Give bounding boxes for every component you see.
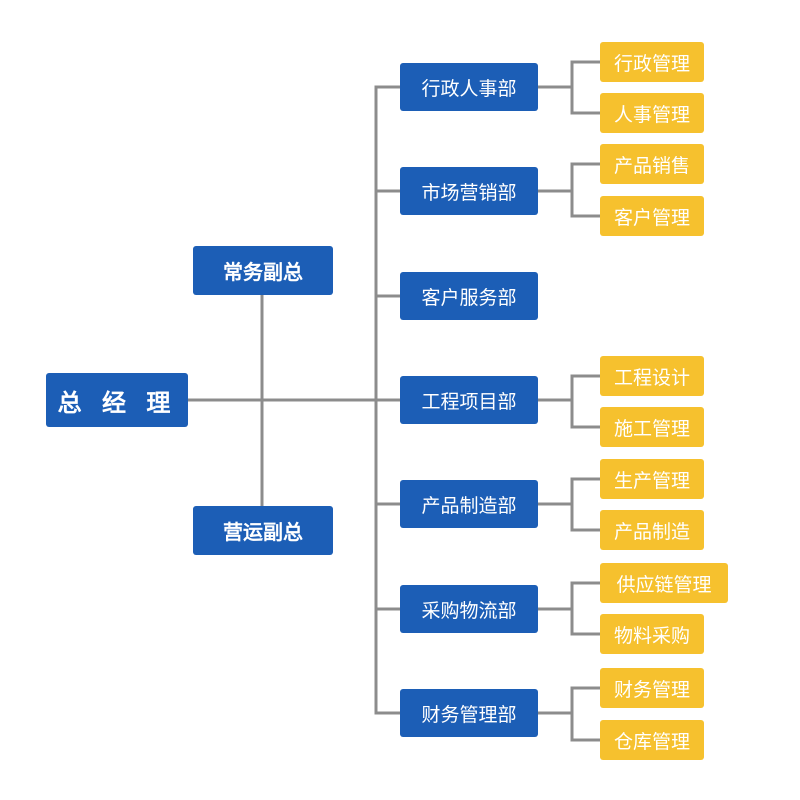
dept-label: 工程项目部 xyxy=(421,390,517,413)
dept-label: 采购物流部 xyxy=(421,599,517,622)
unit-admin-management: 行政管理 xyxy=(600,42,704,82)
unit-label: 人事管理 xyxy=(613,103,690,126)
unit-label: 产品销售 xyxy=(613,154,690,177)
unit-engineering-design: 工程设计 xyxy=(600,356,704,396)
dept-customer-service: 客户服务部 xyxy=(400,272,538,320)
dept-label: 行政人事部 xyxy=(421,77,517,100)
dept-manufacturing: 产品制造部 xyxy=(400,480,538,528)
unit-product-manufacturing: 产品制造 xyxy=(600,510,704,550)
unit-supply-chain-management: 供应链管理 xyxy=(600,563,728,603)
executive-vp-box: 常务副总 xyxy=(193,246,333,295)
ceo-box: 总 经 理 xyxy=(46,373,188,427)
dept-label: 产品制造部 xyxy=(421,494,517,517)
unit-label: 施工管理 xyxy=(613,417,690,440)
operations-vp-label: 营运副总 xyxy=(223,520,303,544)
dept-engineering: 工程项目部 xyxy=(400,376,538,424)
unit-label: 生产管理 xyxy=(613,469,690,492)
dept-marketing: 市场营销部 xyxy=(400,167,538,215)
unit-label: 产品制造 xyxy=(613,520,690,543)
operations-vp-box: 营运副总 xyxy=(193,506,333,555)
unit-label: 物料采购 xyxy=(613,624,690,647)
unit-hr-management: 人事管理 xyxy=(600,93,704,133)
unit-label: 仓库管理 xyxy=(613,730,690,753)
unit-material-procurement: 物料采购 xyxy=(600,614,704,654)
dept-procurement: 采购物流部 xyxy=(400,585,538,633)
unit-customer-management: 客户管理 xyxy=(600,196,704,236)
unit-label: 行政管理 xyxy=(613,52,690,75)
dept-label: 财务管理部 xyxy=(421,703,517,726)
dept-admin-hr: 行政人事部 xyxy=(400,63,538,111)
unit-label: 财务管理 xyxy=(613,678,690,701)
dept-label: 客户服务部 xyxy=(421,286,517,309)
unit-label: 供应链管理 xyxy=(616,573,712,596)
unit-label: 客户管理 xyxy=(613,206,690,229)
unit-label: 工程设计 xyxy=(613,366,690,389)
dept-finance: 财务管理部 xyxy=(400,689,538,737)
dept-label: 市场营销部 xyxy=(421,181,517,204)
ceo-label: 总 经 理 xyxy=(57,388,177,417)
unit-construction-management: 施工管理 xyxy=(600,407,704,447)
unit-production-management: 生产管理 xyxy=(600,459,704,499)
executive-vp-label: 常务副总 xyxy=(223,260,303,284)
unit-warehouse-management: 仓库管理 xyxy=(600,720,704,760)
unit-financial-management: 财务管理 xyxy=(600,668,704,708)
unit-product-sales: 产品销售 xyxy=(600,144,704,184)
